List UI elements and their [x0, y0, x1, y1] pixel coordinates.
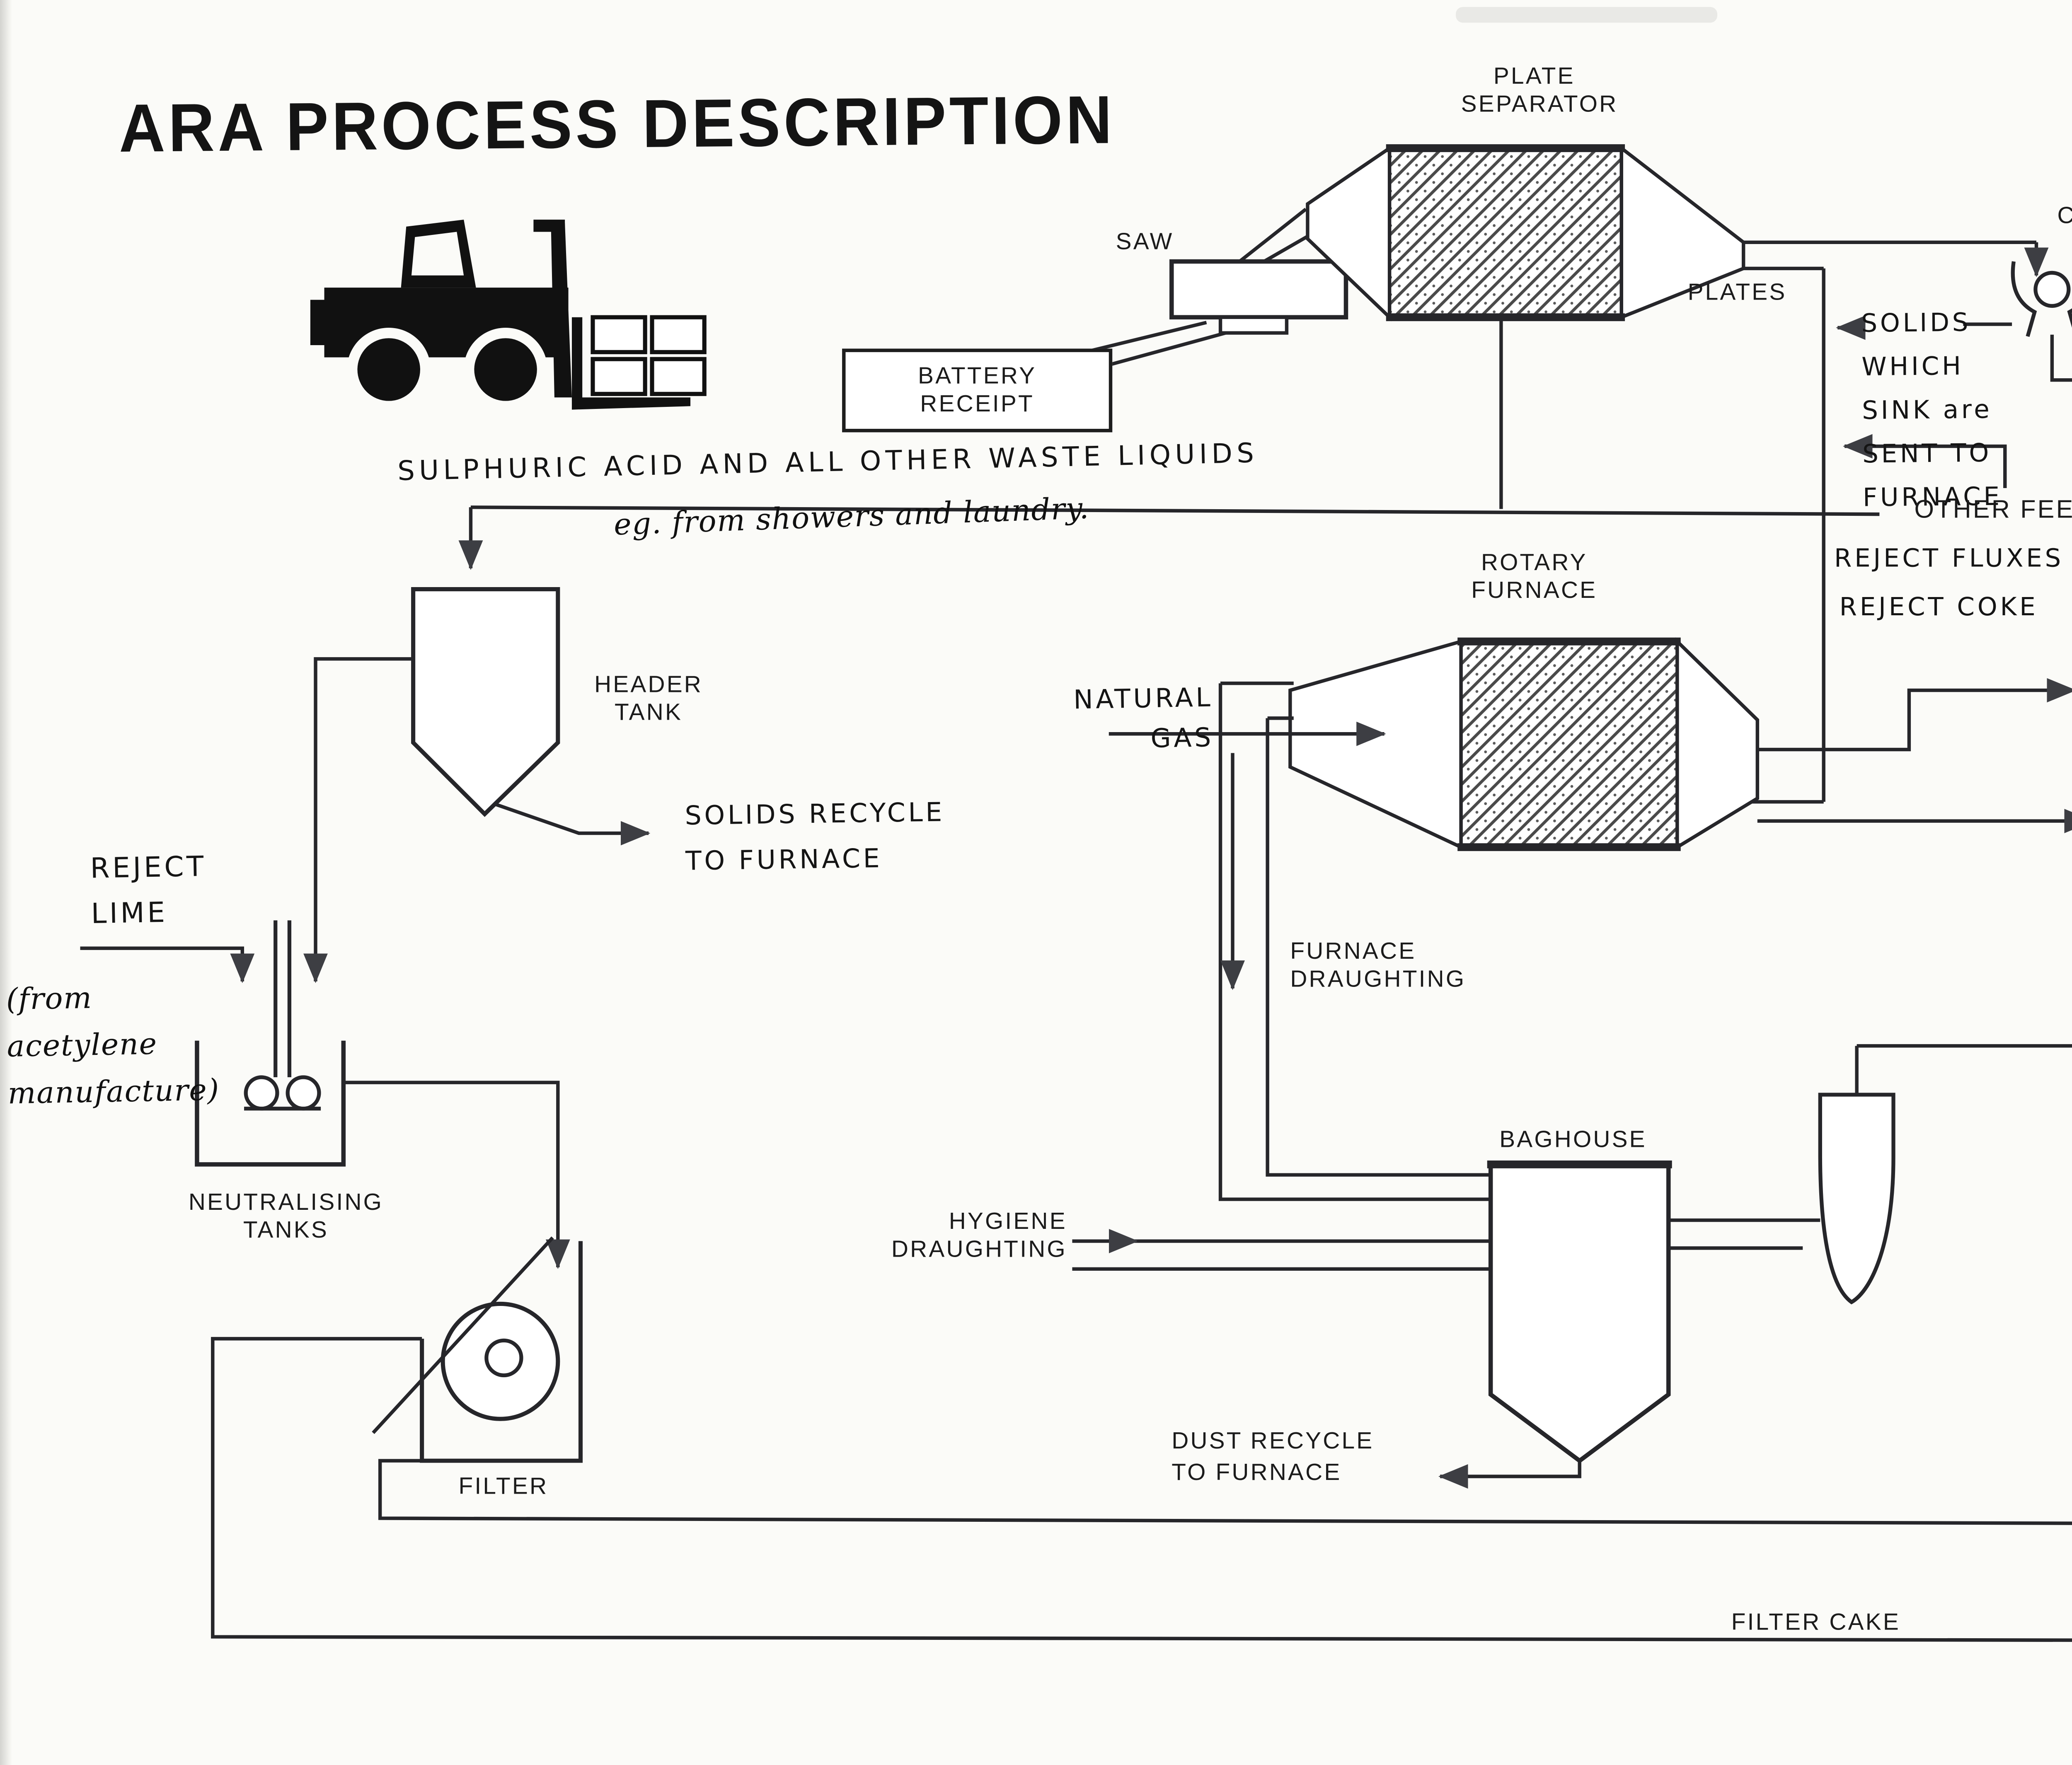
- reject-coke-label: REJECT COKE: [1839, 594, 2038, 622]
- stirrer-icon: [244, 920, 321, 1111]
- furnace-draughting-label: FURNACE DRAUGHTING: [1290, 938, 1466, 992]
- hygiene-draughting-label: HYGIENE DRAUGHTING: [891, 1208, 1067, 1262]
- furnace-duct-inner: [1266, 718, 1491, 1177]
- other-feed-label: OTHER FEED: [1914, 497, 2072, 525]
- battery-receipt-label: BATTERY RECEIPT: [918, 363, 1037, 417]
- rotary-furnace-label: ROTARY FURNACE: [1471, 549, 1598, 604]
- other-feed-arrow: [1843, 434, 2007, 488]
- furnace-duct-outer: [1218, 683, 1491, 1201]
- header-tank-shape: [411, 587, 560, 817]
- filter-label: FILTER: [458, 1473, 549, 1499]
- solids-recycle-note: SOLIDS RECYCLE TO FURNACE: [685, 796, 945, 876]
- natural-gas-label: NATURAL GAS: [1073, 682, 1214, 755]
- reject-lime-label: REJECT LIME: [90, 849, 207, 931]
- header-tank-label: HEADER TANK: [594, 671, 703, 725]
- crushed-plastic-line: [2050, 334, 2072, 382]
- page-title: ARA PROCESS DESCRIPTION: [119, 83, 1116, 167]
- saw-base: [1218, 315, 1289, 335]
- header-tank-outlet-line: [303, 657, 414, 983]
- plates-label: PLATES: [1687, 279, 1787, 305]
- waste-water-line: [378, 1459, 2072, 1525]
- plate-separator-shape: [1306, 144, 1745, 322]
- dust-recycle-arrow: [1438, 1460, 1581, 1489]
- neutralising-tank-shape: [195, 1040, 346, 1167]
- scan-smudge: [1456, 7, 1718, 23]
- saw-machine: [1169, 259, 1348, 319]
- filter-shape: [372, 1236, 583, 1463]
- stack-cyclone-icon: [1818, 1093, 1895, 1305]
- crusher-label: CRUSHER: [2057, 202, 2072, 230]
- crusher-icon: [2011, 261, 2072, 337]
- baghouse-shape: [1488, 1162, 1671, 1464]
- neutralising-tanks-label: NEUTRALISING TANKS: [188, 1189, 384, 1243]
- conveyor-line: [1238, 208, 1307, 263]
- reject-fluxes-label: REJECT FLUXES: [1834, 545, 2064, 574]
- forklift-icon: [310, 220, 707, 411]
- dust-recycle-label: DUST RECYCLE TO FURNACE: [1172, 1427, 1374, 1486]
- filter-feed-line: [343, 1081, 570, 1269]
- plate-separator-label: PLATE SEPARATOR: [1461, 63, 1618, 117]
- saw-label: SAW: [1116, 228, 1174, 255]
- baghouse-label: BAGHOUSE: [1499, 1126, 1647, 1152]
- acetylene-note: (from acetylene manufacture): [6, 982, 220, 1113]
- slag-line: [1757, 678, 2072, 752]
- solids-sink-note: SOLIDS WHICH SINK are SENT TO FURNACE: [1861, 310, 2003, 513]
- battery-receipt-box: BATTERY RECEIPT: [842, 348, 1113, 433]
- scan-edge-artifact: [0, 0, 12, 1765]
- filter-cake-line: [211, 1337, 2072, 1642]
- filter-cake-label: FILTER CAKE: [1731, 1609, 1900, 1635]
- rotary-furnace-shape: [1288, 637, 1760, 851]
- waste-liquids-line: [470, 505, 1880, 516]
- solids-recycle-arrow: [493, 802, 651, 846]
- reject-lime-line: [80, 946, 255, 983]
